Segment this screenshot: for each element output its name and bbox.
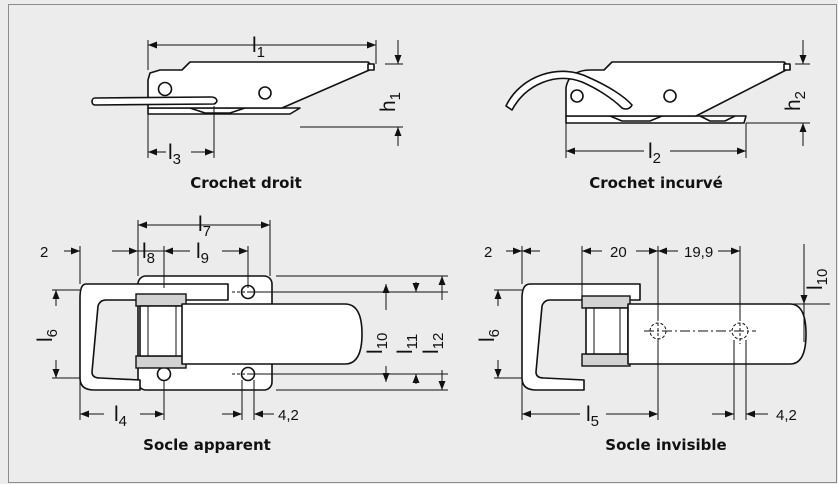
- dim-l6-right: l6: [476, 329, 503, 342]
- dim-l1: l1: [252, 34, 265, 61]
- dim-l3: l3: [168, 141, 181, 168]
- dim-l8: l8: [142, 240, 155, 267]
- dim-h2: h2: [782, 91, 809, 111]
- caption-visible-base: Socle apparent: [143, 436, 271, 454]
- dim-l4: l4: [114, 403, 127, 430]
- dim-2-left: 2: [40, 244, 48, 261]
- dim-l11: l11: [394, 334, 421, 354]
- dim-l10-left: l10: [364, 333, 391, 354]
- caption-curved-hook: Crochet incurvé: [589, 174, 723, 192]
- dim-h1: h1: [377, 92, 404, 112]
- dim-4-2-right: 4,2: [776, 407, 797, 424]
- curved-hook-view: [505, 40, 810, 158]
- caption-straight-hook: Crochet droit: [190, 174, 302, 192]
- dim-19-9: 19,9: [684, 244, 713, 261]
- dim-l2: l2: [648, 140, 661, 167]
- dim-l6-left: l6: [34, 329, 61, 342]
- dim-l5: l5: [586, 403, 599, 430]
- dim-l12: l12: [420, 333, 447, 354]
- hidden-base-view: [494, 244, 830, 420]
- dim-l9: l9: [196, 240, 209, 267]
- dim-20: 20: [610, 244, 627, 261]
- straight-hook-view: [91, 40, 403, 158]
- caption-hidden-base: Socle invisible: [605, 436, 726, 454]
- visible-base-view: [52, 220, 448, 420]
- dim-l7: l7: [198, 213, 211, 240]
- dim-l10-right: l10: [804, 269, 831, 290]
- dim-2-right: 2: [484, 244, 492, 261]
- dim-4-2-left: 4,2: [278, 407, 299, 424]
